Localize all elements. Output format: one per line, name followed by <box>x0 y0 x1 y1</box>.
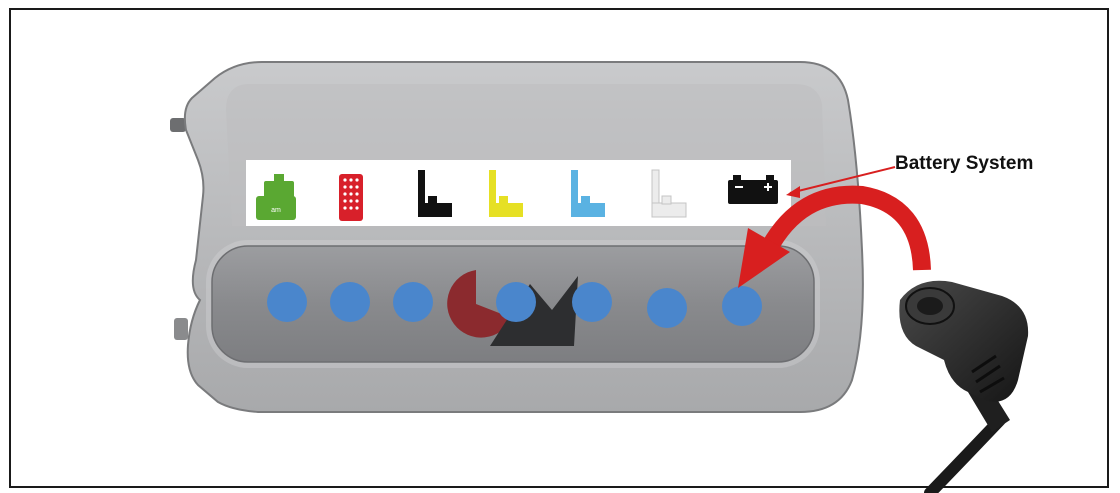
battery-system-label: Battery System <box>895 153 1033 175</box>
port-marker[interactable] <box>496 282 536 322</box>
power-cable <box>930 420 1000 493</box>
port-marker[interactable] <box>572 282 612 322</box>
remote-control-icon <box>339 174 363 221</box>
port-marker-battery[interactable] <box>722 286 762 326</box>
housing-top-nub <box>170 118 186 132</box>
power-connector <box>899 281 1028 493</box>
svg-text:am: am <box>271 207 281 214</box>
housing-side-nub <box>174 318 188 340</box>
port-marker[interactable] <box>647 288 687 328</box>
port-marker[interactable] <box>393 282 433 322</box>
port-marker[interactable] <box>267 282 307 322</box>
port-marker[interactable] <box>330 282 370 322</box>
